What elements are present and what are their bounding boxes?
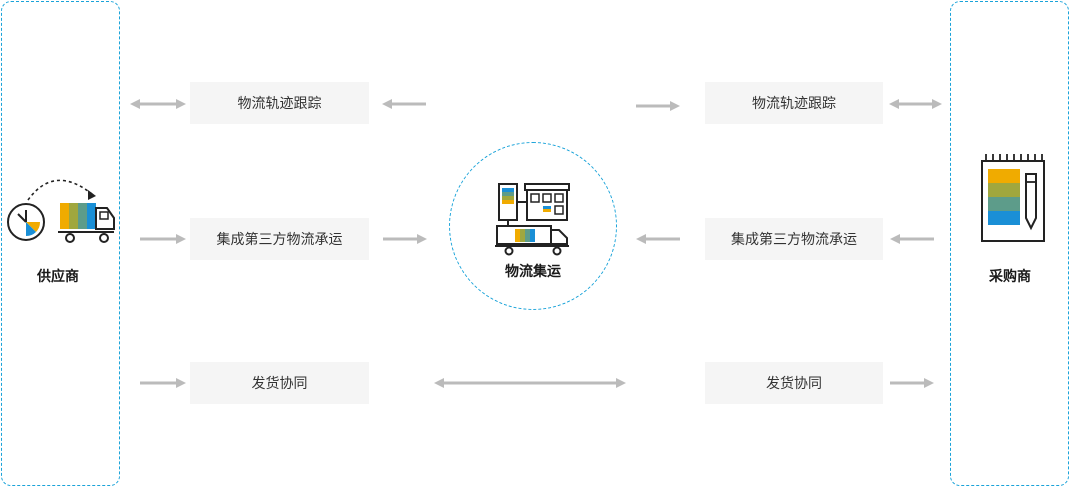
arrow-hub-to-left-tracking [382,99,426,109]
notepad-pencil-icon [981,154,1045,242]
arrow-supplier-tracking-bidirectional [130,99,186,109]
arrow-buyer-tracking-bidirectional [889,99,942,109]
arrow-buyer-to-3pl [890,234,934,244]
supplier-panel [1,1,120,486]
supplier-label: 供应商 [37,269,79,285]
logistics-hub-circle [449,142,617,310]
arrow-shipping-collab-to-buyer [890,378,934,388]
logistics-hub-icon [495,183,570,256]
arrow-right-3pl-to-hub [636,234,680,244]
left-shipping-collab-label: 发货协同 [190,362,369,404]
right-shipping-collab-label: 发货协同 [705,362,883,404]
right-3pl-integration-label: 集成第三方物流承运 [705,218,883,260]
left-tracking-label: 物流轨迹跟踪 [190,82,369,124]
arrow-supplier-to-shipping-collab [140,378,186,388]
delivery-truck-clock-icon [7,179,115,243]
arrow-hub-to-right-tracking [636,101,680,111]
arrow-supplier-to-3pl [140,234,186,244]
buyer-label: 采购商 [989,269,1031,285]
arrow-3pl-to-hub [383,234,427,244]
arrow-shipping-collab-bidirectional [434,378,626,388]
right-tracking-label: 物流轨迹跟踪 [705,82,883,124]
left-3pl-integration-label: 集成第三方物流承运 [190,218,369,260]
hub-label: 物流集运 [505,264,561,280]
buyer-panel [950,1,1069,486]
